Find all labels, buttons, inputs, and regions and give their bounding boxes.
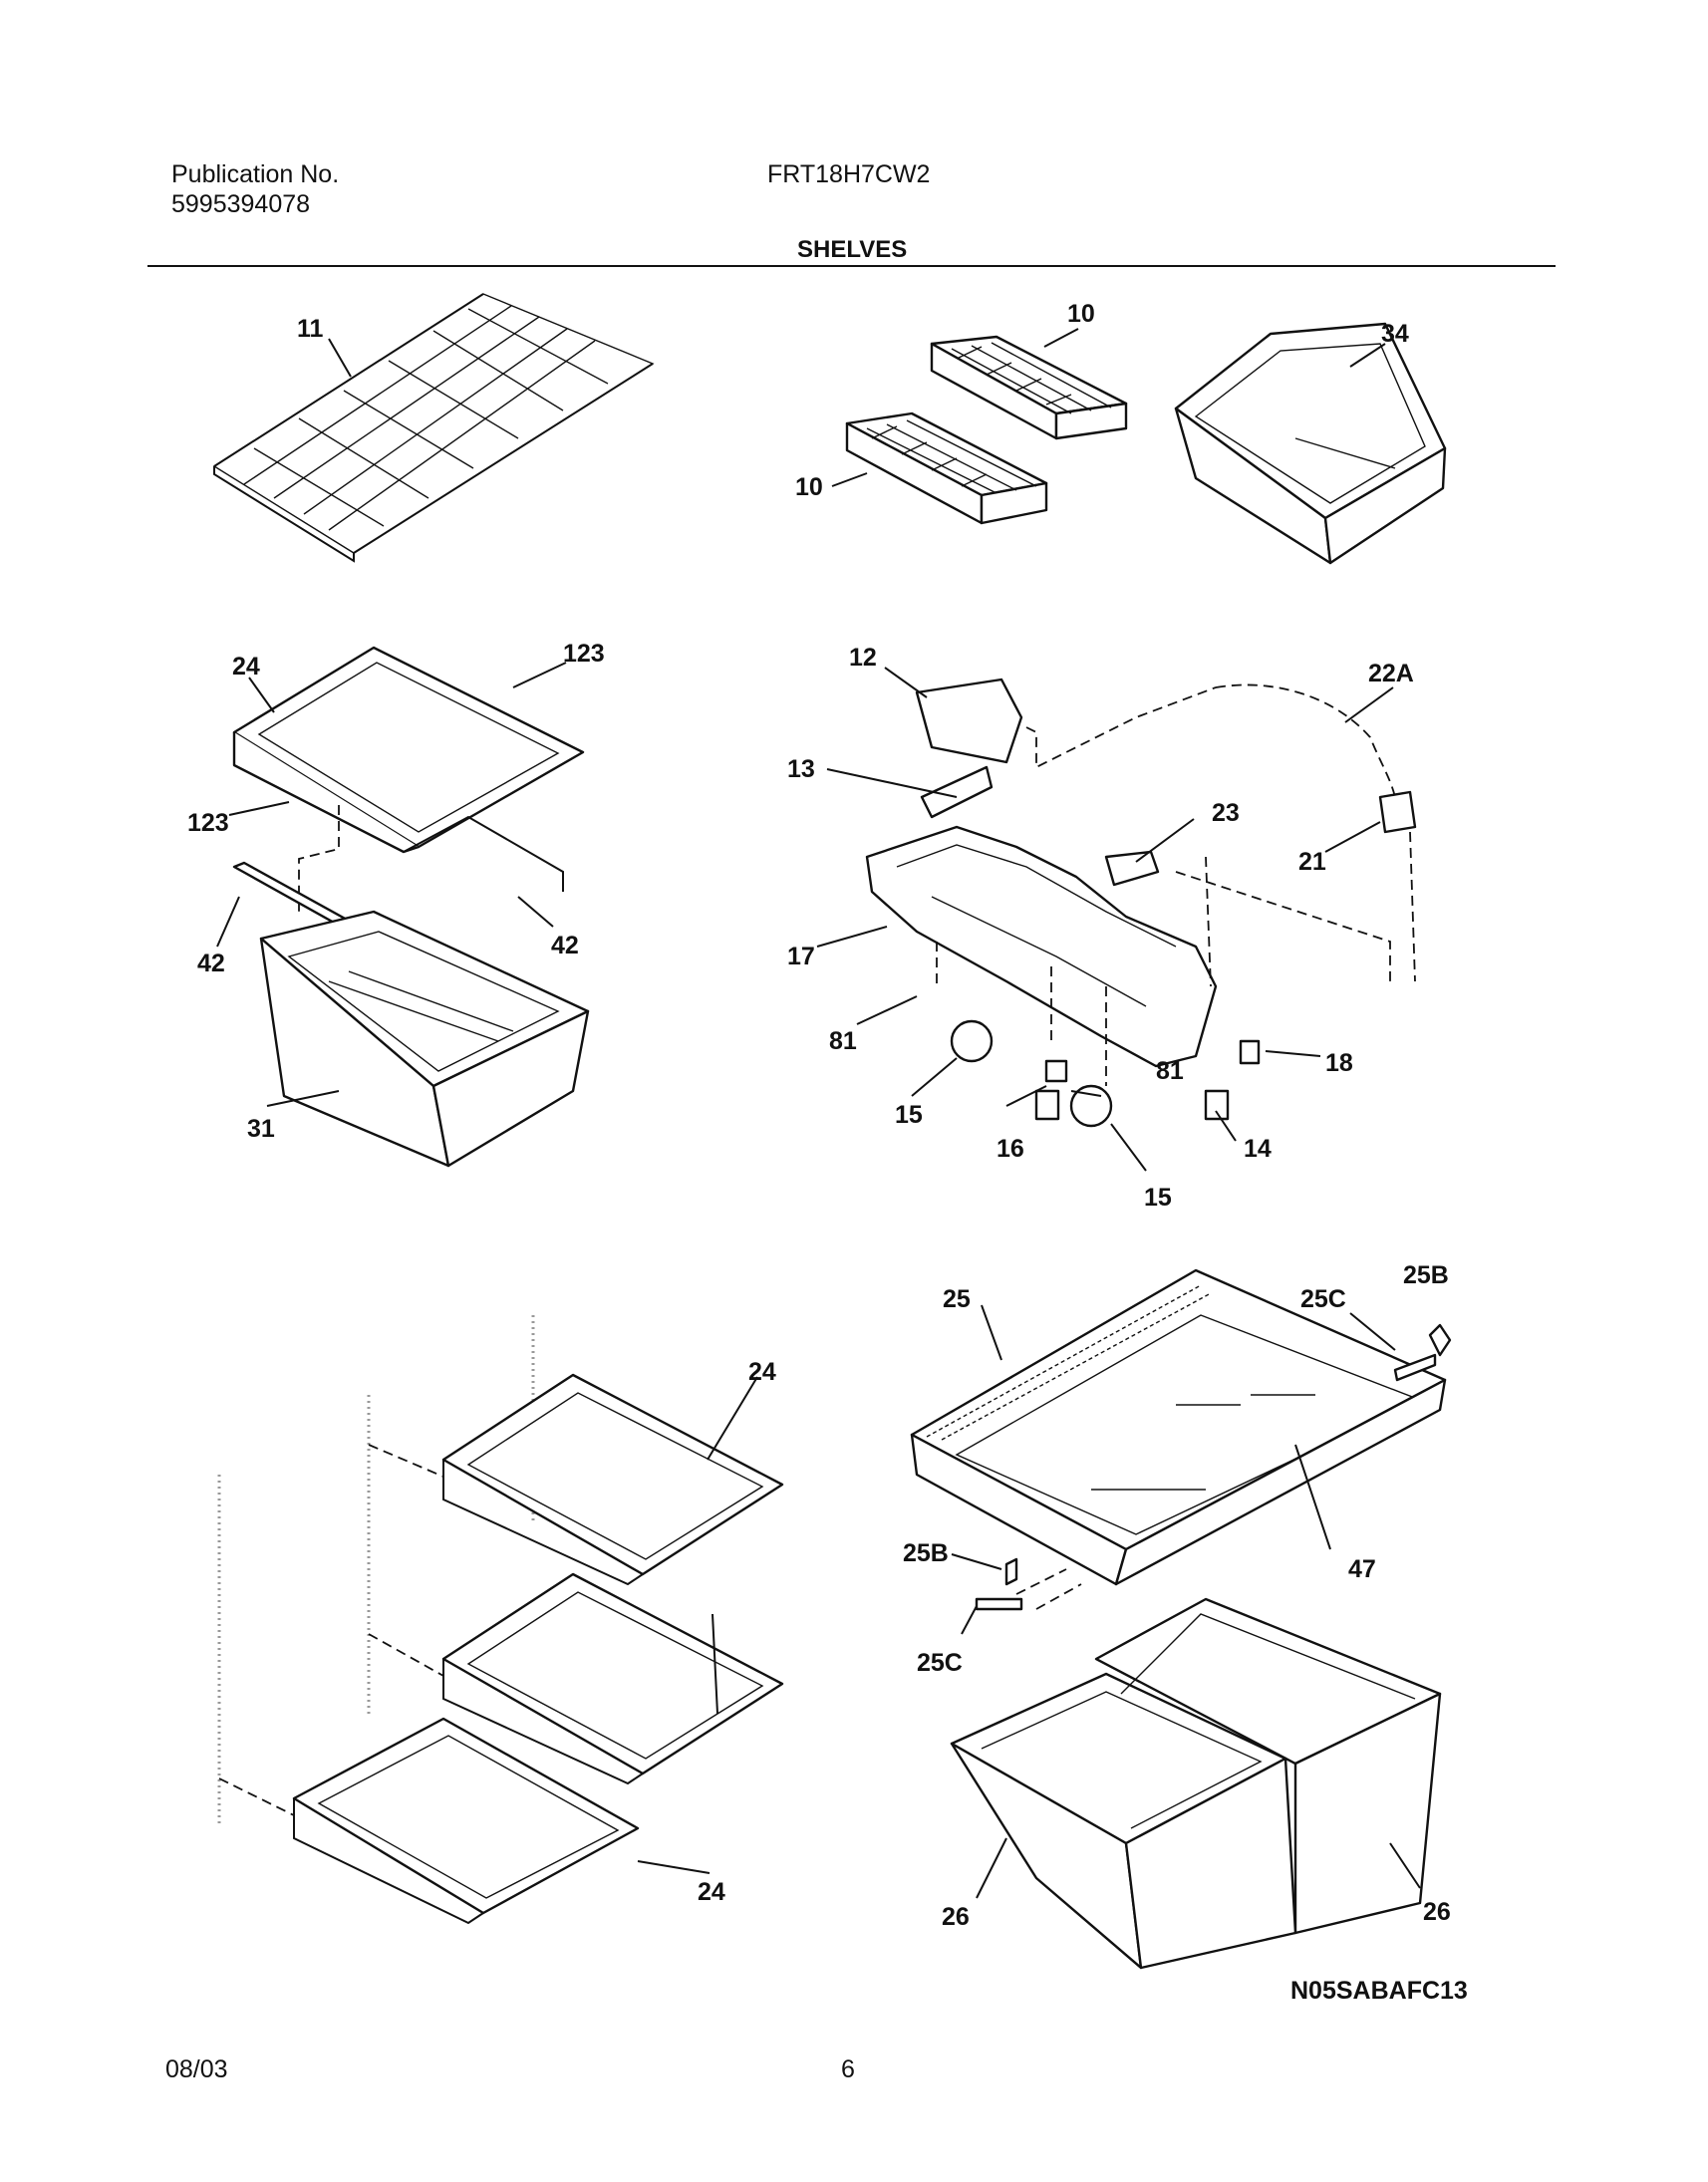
callout-26-right: 26 [1423, 1898, 1451, 1926]
callout-24-top: 24 [232, 653, 260, 681]
callout-24-upper-shelf: 24 [748, 1358, 776, 1386]
header-rule [147, 265, 1556, 267]
callout-31: 31 [247, 1115, 275, 1143]
glass-shelves-drawing [217, 1315, 784, 1925]
callout-24-bottom-shelf: 24 [698, 1878, 725, 1906]
callout-12: 12 [849, 644, 877, 672]
shelf-and-crisper-drawing [232, 646, 590, 1168]
callout-25B-lower: 25B [903, 1539, 949, 1567]
footer-date: 08/03 [165, 2055, 228, 2083]
control-housing-drawing [865, 678, 1417, 1128]
callout-25C-upper: 25C [1300, 1285, 1346, 1313]
callout-34: 34 [1381, 320, 1409, 348]
callout-17: 17 [787, 943, 815, 970]
callout-123-upper: 123 [563, 640, 605, 668]
publication-label: Publication No. [171, 160, 340, 188]
callout-11: 11 [297, 315, 324, 343]
callout-10-lower: 10 [795, 473, 823, 501]
model-number: FRT18H7CW2 [767, 160, 931, 188]
wire-shelf-drawing [212, 293, 655, 563]
small-bin-drawing [1174, 322, 1447, 565]
ice-trays-drawing [845, 335, 1128, 525]
callout-25: 25 [943, 1285, 971, 1313]
section-title: SHELVES [797, 236, 908, 263]
callout-47: 47 [1348, 1555, 1376, 1583]
callout-123-lower: 123 [187, 809, 229, 837]
callout-21: 21 [1298, 848, 1326, 876]
callout-25C-lower: 25C [917, 1649, 963, 1677]
callout-15-left: 15 [895, 1101, 923, 1129]
page-number: 6 [841, 2055, 855, 2083]
leader-lines [216, 328, 1421, 1899]
callout-13: 13 [787, 755, 815, 783]
callout-26-left: 26 [942, 1903, 970, 1931]
crisper-cover-drawing [910, 1268, 1452, 1970]
callout-16: 16 [996, 1135, 1024, 1163]
callout-labels: 11 10 10 34 24 123 123 42 42 31 12 22A 1… [187, 300, 1468, 2005]
callout-14: 14 [1244, 1135, 1272, 1163]
callout-23: 23 [1212, 799, 1240, 827]
callout-81-left: 81 [829, 1027, 857, 1055]
callout-22A: 22A [1368, 660, 1414, 687]
callout-42-right: 42 [551, 932, 579, 959]
callout-15-bottom: 15 [1144, 1184, 1172, 1212]
callout-25B-upper: 25B [1403, 1261, 1449, 1289]
publication-number: 5995394078 [171, 190, 311, 218]
callout-18: 18 [1325, 1049, 1353, 1077]
callout-81-right: 81 [1156, 1057, 1184, 1085]
diagram-code: N05SABAFC13 [1290, 1977, 1468, 2005]
callout-42-left: 42 [197, 950, 225, 977]
callout-10-upper: 10 [1067, 300, 1095, 328]
